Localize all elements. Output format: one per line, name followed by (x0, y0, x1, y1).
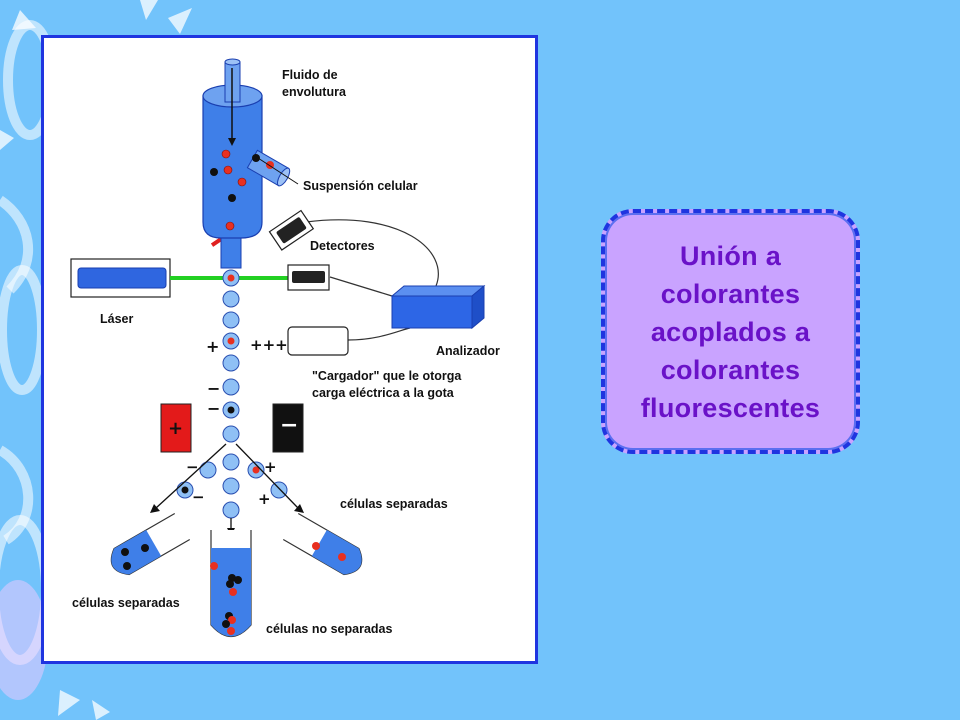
sheath-arrowhead (228, 138, 236, 146)
wire-detector-analyzer (305, 219, 439, 287)
wire-sidedetector-analyzer (329, 276, 393, 297)
sign-minus-left-1: − (186, 458, 199, 476)
cell-black (181, 486, 189, 494)
label-sorted-right: células separadas (340, 497, 448, 511)
sign-plus-stream: + (206, 337, 219, 356)
cell-black (123, 562, 131, 570)
cell-red (221, 149, 231, 159)
suspension-leader (257, 157, 299, 185)
arrowhead-left (150, 504, 160, 513)
cell-red (223, 165, 233, 175)
side-detector-sensor (292, 271, 325, 283)
cell-red (252, 466, 260, 474)
nozzle-body (202, 95, 263, 239)
analyzer-top (390, 285, 486, 297)
sign-plus-right-1: + (264, 458, 277, 476)
callout-text: Unión a colorantes acoplados a colorante… (640, 240, 821, 423)
label-cell-suspension: Suspensión celular (303, 179, 418, 193)
positive-plate (160, 403, 192, 453)
label-sheath-fluid-1: Fluido de (282, 68, 338, 82)
tube-left (110, 512, 191, 576)
sign-minus-left-2: − (192, 488, 205, 506)
cell-black (252, 154, 260, 162)
unsorted-cells (210, 562, 242, 635)
flow-cytometry-figure: Fluido de envolutura Suspensión celular … (41, 35, 538, 664)
cell-red (225, 221, 235, 231)
sign-triple-plus: +++ (250, 336, 288, 354)
label-sheath-fluid-2: envolutura (282, 85, 347, 99)
cell-red (227, 274, 235, 282)
cell-red (227, 337, 235, 345)
arrow-left-trajectory (155, 443, 227, 509)
sheath-inlet-top (224, 58, 241, 66)
sign-minus-stream-1: − (207, 379, 220, 398)
label-unsorted: células no separadas (266, 622, 393, 636)
label-charger-2: carga eléctrica a la gota (312, 386, 455, 400)
label-sorted-left: células separadas (72, 596, 180, 610)
droplet-stream (222, 269, 240, 443)
flow-cytometer-diagram: Fluido de envolutura Suspensión celular … (70, 58, 500, 638)
tube-right (282, 512, 363, 576)
negative-plate (272, 403, 304, 453)
sign-minus-plate: − (280, 413, 298, 438)
arrowhead-right (294, 504, 304, 513)
sign-plus-right-2: + (258, 490, 271, 508)
cell-red (338, 553, 346, 561)
cell-black (228, 194, 236, 202)
label-laser: Láser (100, 312, 133, 326)
label-analyzer: Analizador (436, 344, 500, 358)
label-detectors: Detectores (310, 239, 375, 253)
cell-black (121, 548, 129, 556)
sign-plus-plate: + (168, 418, 183, 439)
wire-charger-analyzer (347, 327, 411, 341)
arrow-right-trajectory (235, 443, 299, 509)
cell-red (237, 177, 247, 187)
analyzer-front (391, 295, 473, 329)
cell-black (227, 406, 235, 414)
sign-minus-stream-2: − (207, 399, 220, 418)
cell-black (210, 168, 218, 176)
forward-detector (268, 209, 315, 251)
charger-unit (287, 326, 349, 356)
cell-black (141, 544, 149, 552)
label-charger-1: "Cargador" que le otorga (312, 369, 462, 383)
laser-tube (77, 267, 167, 289)
cell-red (312, 542, 320, 550)
callout-box: Unión a colorantes acoplados a colorante… (601, 209, 860, 454)
